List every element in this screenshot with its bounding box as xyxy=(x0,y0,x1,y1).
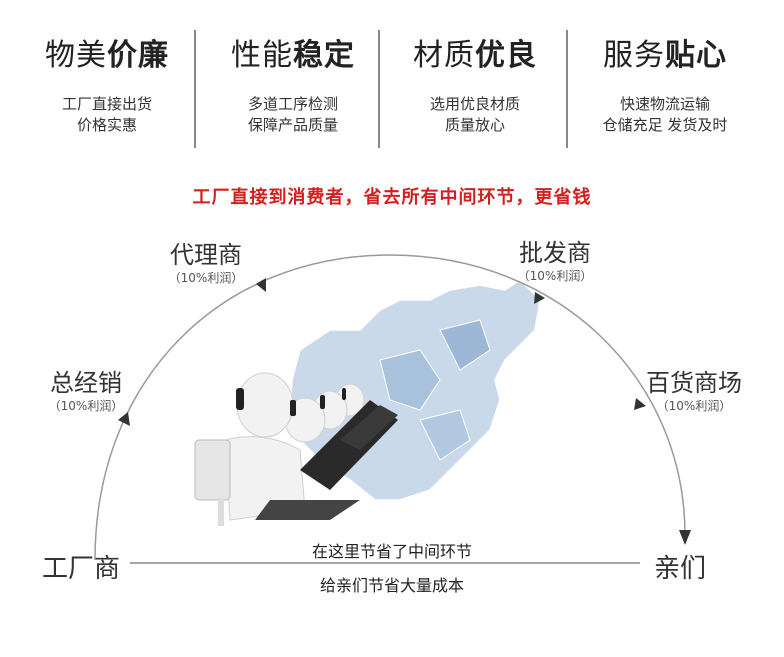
customer-label: 亲们 xyxy=(654,554,707,584)
feature-desc: 选用优良材质质量放心 xyxy=(429,95,520,134)
node-department-store: 百货商场 （10%利润） xyxy=(646,369,742,413)
flow-arc xyxy=(94,254,686,561)
feature-title: 材质优良 xyxy=(413,38,537,73)
features-row: 物美价廉 工厂直接出货价格实惠 性能稳定 多道工序检测保障产品质量 材质优良 选… xyxy=(0,28,784,158)
feature-desc: 工厂直接出货价格实惠 xyxy=(61,95,152,134)
feature-material: 材质优良 选用优良材质质量放心 xyxy=(380,28,570,136)
arrow-marker xyxy=(118,412,130,426)
slogan: 工厂直接到消费者，省去所有中间环节，更省钱 xyxy=(192,187,592,208)
feature-title: 服务贴心 xyxy=(603,38,727,73)
node-wholesaler: 批发商 （10%利润） xyxy=(517,239,593,283)
divider xyxy=(566,30,568,148)
factory-label: 工厂商 xyxy=(42,554,121,584)
node-agent: 代理商 （10%利润） xyxy=(168,241,244,285)
arrow-marker xyxy=(256,278,266,292)
feature-desc: 快速物流运输仓储充足 发货及时 xyxy=(602,95,728,134)
feature-service: 服务贴心 快速物流运输仓储充足 发货及时 xyxy=(570,28,760,136)
feature-stable: 性能稳定 多道工序检测保障产品质量 xyxy=(198,28,388,136)
arrow-marker xyxy=(534,292,545,304)
node-distributor: 总经销 （10%利润） xyxy=(48,369,124,413)
feature-affordable: 物美价廉 工厂直接出货价格实惠 xyxy=(12,28,202,136)
feature-title: 物美价廉 xyxy=(45,38,169,73)
divider xyxy=(378,30,380,148)
arrow-marker xyxy=(634,398,646,410)
save-text-line1: 在这里节省了中间环节 xyxy=(311,542,472,561)
save-text-line2: 给亲们节省大量成本 xyxy=(319,576,464,595)
support-agents-illustration xyxy=(194,372,398,526)
feature-desc: 多道工序检测保障产品质量 xyxy=(247,95,338,134)
divider xyxy=(194,30,196,148)
feature-title: 性能稳定 xyxy=(231,38,355,73)
arrow-marker xyxy=(679,530,691,545)
